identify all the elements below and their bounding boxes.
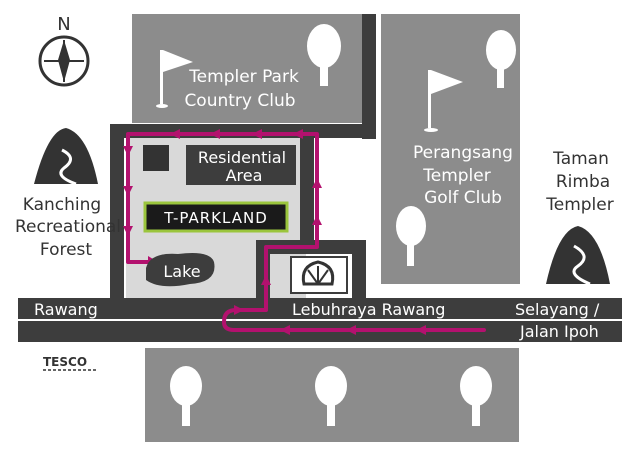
taman-rimba-line1: Taman	[552, 149, 609, 169]
tree-icon	[315, 366, 347, 426]
tesco-label: TESCO	[43, 355, 87, 369]
lake-label: Lake	[163, 262, 200, 281]
taman-rimba-line2: Rimba	[556, 172, 610, 192]
road-label-rawang: Rawang	[34, 300, 98, 319]
tparkland-logo	[143, 201, 289, 233]
residential-line2: Area	[226, 166, 263, 185]
compass-north-label: N	[57, 14, 70, 35]
lake-shape	[146, 253, 215, 287]
route-path	[126, 132, 486, 332]
residential-line1: Residential	[198, 148, 286, 167]
kanching-line3: Forest	[40, 240, 93, 260]
road-network	[18, 14, 622, 342]
route-arrows	[123, 129, 426, 335]
templer-park-line2: Country Club	[184, 91, 295, 111]
road-label-selayang: Selayang /	[515, 300, 600, 319]
taman-rimba-line3: Templer	[545, 195, 613, 215]
road-upper-lane	[18, 298, 622, 319]
perangsang-line2: Templer	[422, 166, 490, 186]
tparkland-label: T-PARKLAND	[163, 209, 268, 227]
road-label-jalan-ipoh: Jalan Ipoh	[519, 322, 599, 341]
golf-flag-icon	[424, 70, 463, 132]
golf-flag-icon	[156, 50, 193, 108]
kanching-line1: Kanching	[23, 195, 101, 215]
tree-icon	[170, 366, 202, 426]
perangsang-line1: Perangsang	[413, 143, 513, 163]
perangsang-line3: Golf Club	[424, 188, 502, 208]
mountain-icon	[34, 128, 98, 186]
compass-icon	[38, 35, 90, 87]
road-label-lebuhraya: Lebuhraya Rawang	[292, 300, 445, 319]
tree-icon	[307, 24, 341, 86]
residential-label-box	[186, 145, 296, 185]
templer-park-line1: Templer Park	[188, 67, 299, 87]
shell-logo-icon	[301, 260, 335, 286]
kanching-line2: Recreational	[15, 217, 121, 237]
tesco-logo-icon: TESCO	[43, 355, 96, 371]
building-icon	[143, 145, 169, 171]
tree-icon	[396, 206, 426, 266]
tree-icon	[486, 30, 516, 88]
mountain-icon	[546, 226, 610, 286]
tree-icon	[460, 366, 492, 426]
